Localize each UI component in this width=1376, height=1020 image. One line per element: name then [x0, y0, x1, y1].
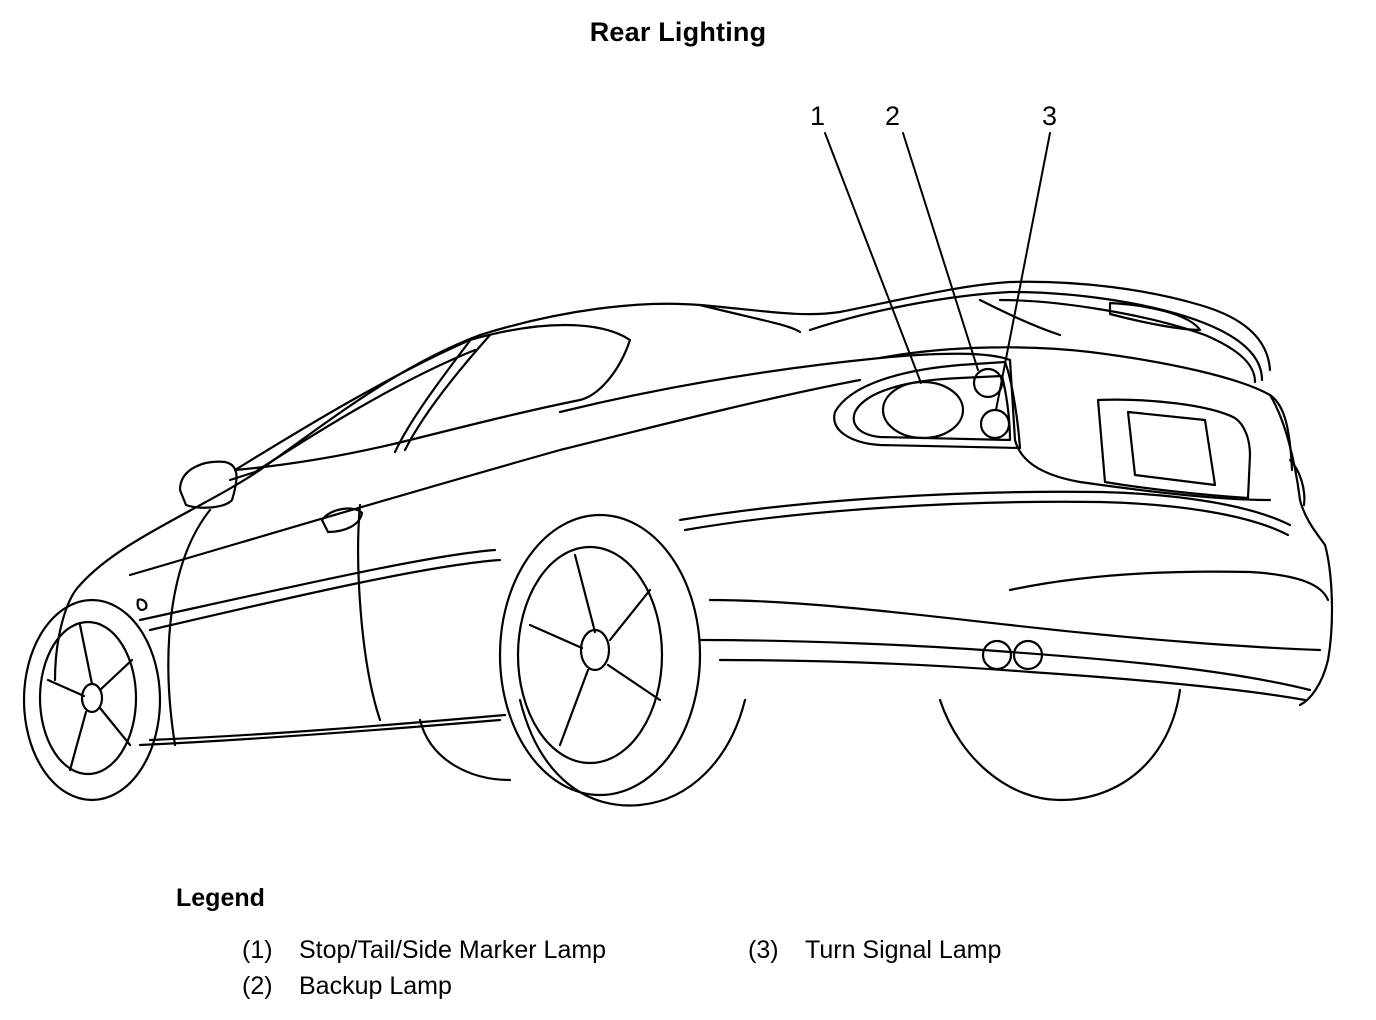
legend-item-number: (2) — [242, 972, 273, 1000]
stop-tail-side-marker-lamp — [881, 380, 965, 440]
legend-item-1: (1) Stop/Tail/Side Marker Lamp — [242, 936, 606, 965]
legend-item-number: (1) — [242, 936, 273, 964]
legend-item-label: Turn Signal Lamp — [805, 936, 1002, 964]
tail-lamp-assembly — [833, 360, 1022, 450]
legend-heading: Legend — [176, 884, 265, 912]
callout-1: 1 — [810, 101, 825, 131]
diagram-title: Rear Lighting — [589, 17, 767, 47]
car-door — [136, 503, 382, 747]
legend-item-label: Backup Lamp — [299, 972, 452, 1000]
legend-item-3: (3) Turn Signal Lamp — [748, 936, 1001, 965]
callout-leaders — [824, 132, 1051, 411]
car-windows — [178, 323, 632, 509]
legend-item-2: (2) Backup Lamp — [242, 972, 452, 1001]
front-wheel — [22, 598, 162, 802]
callout-2: 2 — [885, 101, 900, 131]
car-body-outline — [53, 280, 1334, 747]
far-wheels — [418, 688, 1182, 802]
rear-wheel — [498, 513, 747, 807]
backup-lamp — [972, 367, 1004, 399]
turn-signal-lamp — [979, 408, 1011, 440]
legend-item-label: Stop/Tail/Side Marker Lamp — [299, 936, 607, 964]
callout-3: 3 — [1042, 101, 1057, 131]
legend-item-number: (3) — [748, 936, 779, 964]
